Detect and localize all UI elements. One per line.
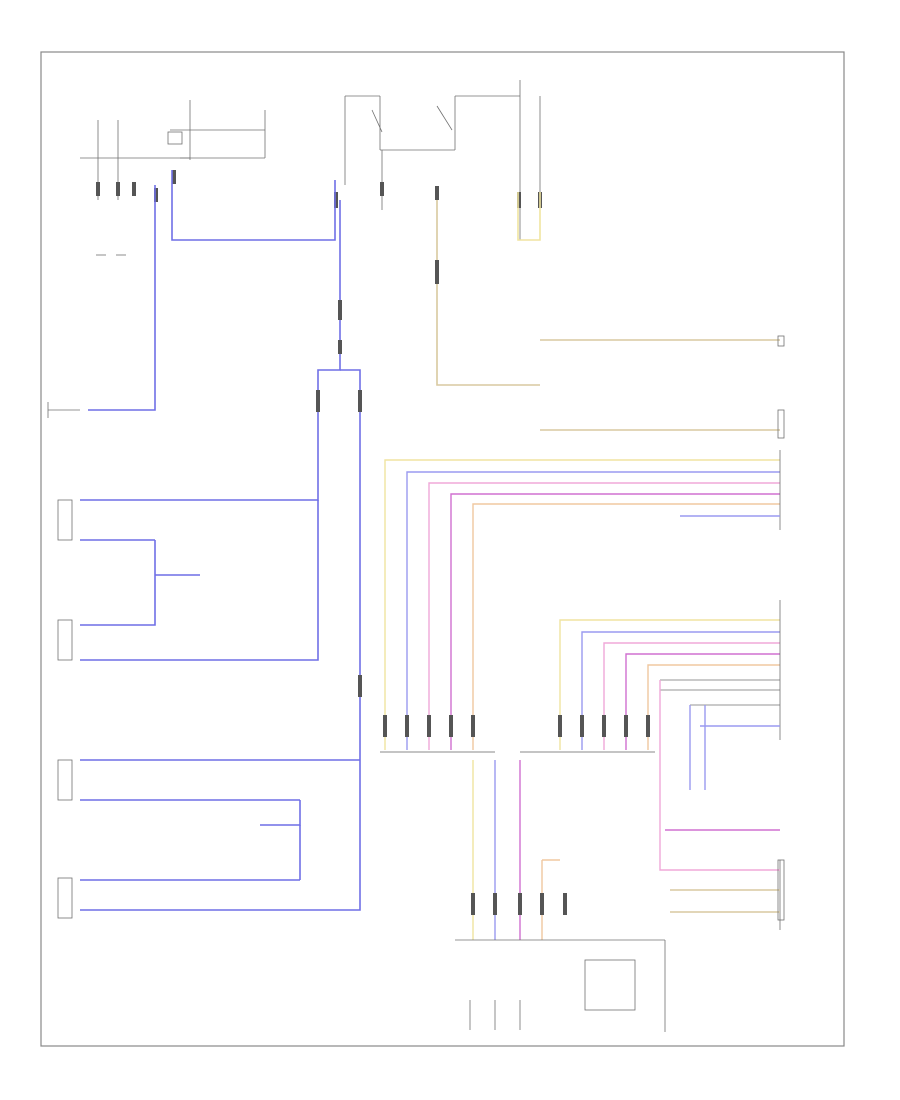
bundle-left-connectors (383, 715, 475, 737)
top-left-connectors (96, 170, 176, 202)
yellow-wire-top (517, 192, 541, 241)
right-edge-connectors (777, 335, 785, 921)
lower-bundle (472, 760, 560, 940)
right-side-blue-wires (680, 515, 780, 790)
lower-bundle-connectors (471, 893, 567, 915)
top-left-fuse-area (80, 100, 266, 256)
right-top-harness (540, 339, 780, 431)
color-bundle-right (559, 619, 780, 750)
bottom-module (455, 939, 666, 1032)
tan-wire-connector (435, 260, 439, 284)
bundle-right-connectors (558, 715, 650, 737)
tan-wire-middle (436, 200, 540, 386)
blue-wire-connectors (316, 300, 362, 697)
blue-wires-left (80, 170, 361, 911)
diagram-frame (40, 51, 845, 1047)
right-side-pins (660, 450, 781, 930)
top-middle-switch (344, 80, 541, 240)
top-middle-connectors (334, 182, 542, 208)
color-bundle-left (384, 459, 780, 750)
right-lower-wires (659, 680, 780, 913)
left-components (47, 402, 80, 919)
